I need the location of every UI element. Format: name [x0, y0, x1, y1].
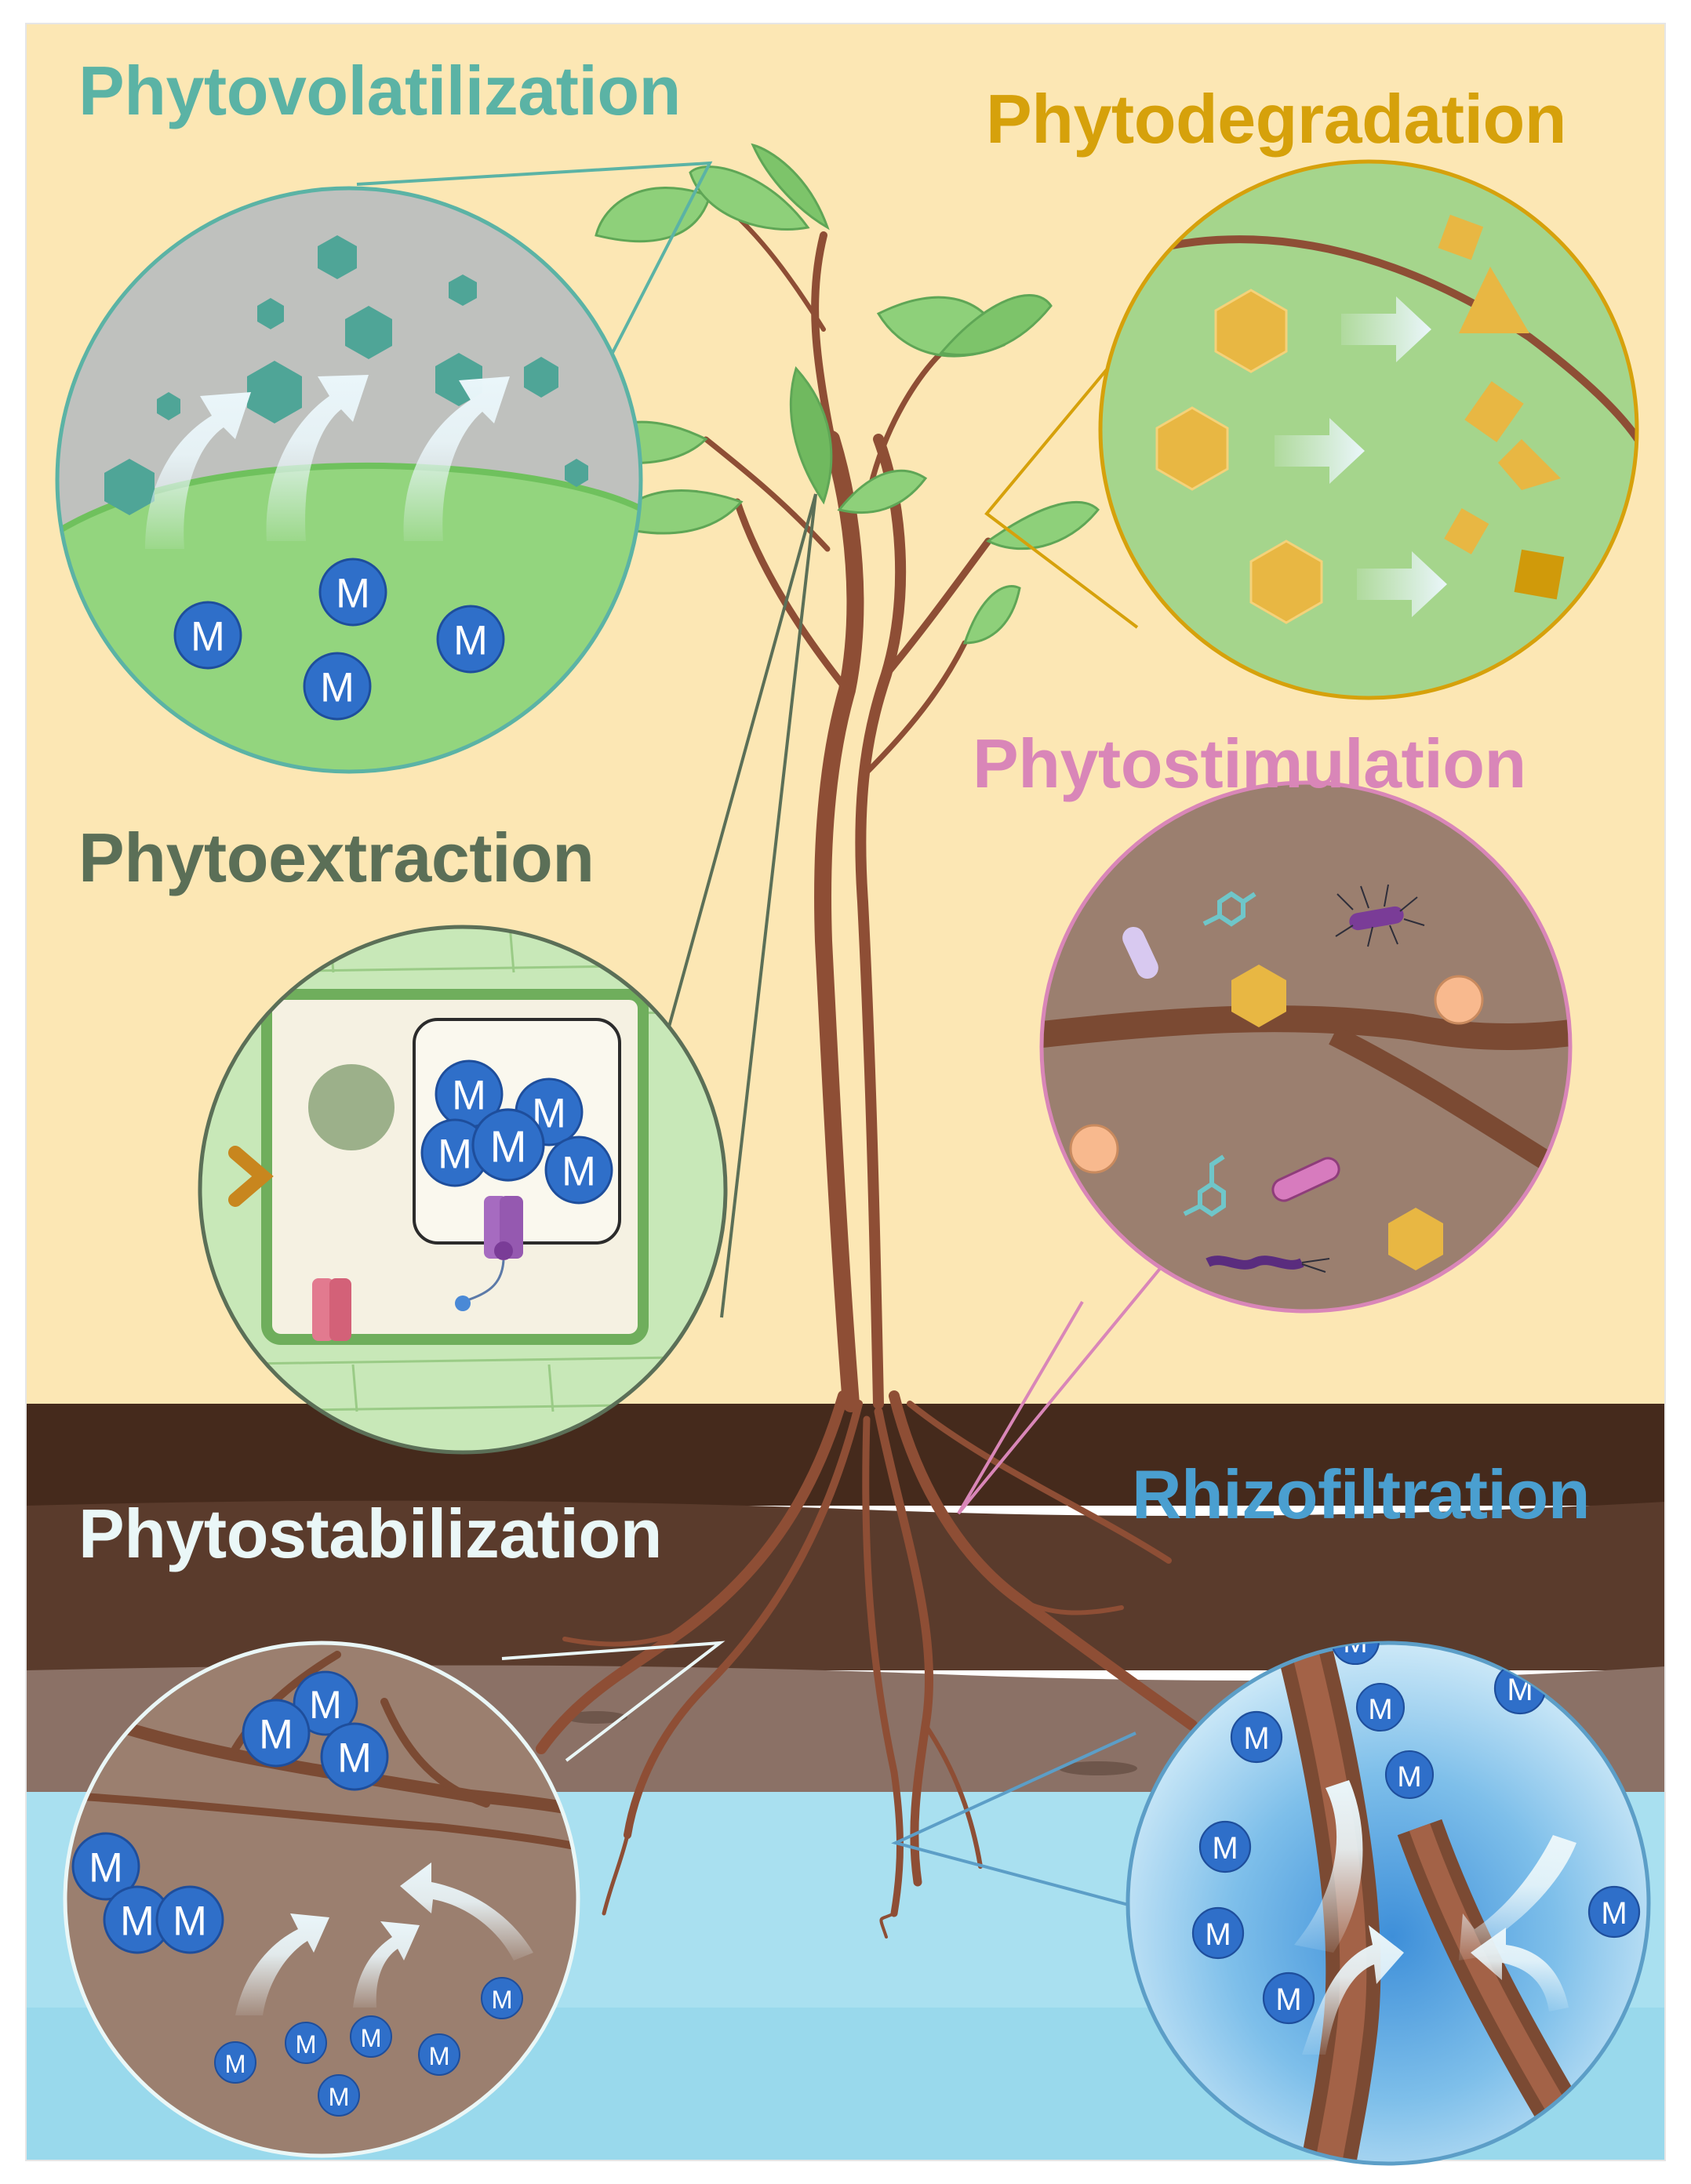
phytodegradation-inset [1098, 159, 1639, 700]
metal-ion-symbol: M [336, 571, 370, 617]
metal-ion-symbol: M [453, 618, 488, 664]
metal-ion-icon: M [318, 2074, 360, 2117]
metal-ion-symbol: M [1343, 1626, 1367, 1659]
metal-ion-symbol: M [328, 2083, 349, 2111]
metal-ion-symbol: M [1601, 1896, 1627, 1931]
arrow-icon [1294, 1780, 1576, 2055]
phytostimulation-inset [1039, 780, 1573, 1314]
transporter-protein-icon [312, 1196, 523, 1341]
metal-ion-icon: M [1230, 1710, 1283, 1764]
arrow-icon [235, 1862, 533, 2015]
metal-ion-symbol: M [295, 2030, 316, 2059]
metal-ion-icon: M [1355, 1682, 1406, 1732]
metal-ion-symbol: M [173, 1899, 207, 1945]
metal-ion-symbol: M [452, 1073, 486, 1119]
metal-ion-symbol: M [428, 2042, 449, 2070]
bacteria-icon [1122, 884, 1425, 1273]
metal-ion-symbol: M [491, 1986, 512, 2014]
metal-ion-symbol: M [224, 2050, 245, 2078]
metal-ion-icon: M [293, 1670, 358, 1736]
metal-ion-symbol: M [120, 1899, 155, 1945]
phytostabilization-inset [63, 1641, 580, 2158]
metal-ion-icon: M [1587, 1885, 1641, 1939]
metal-ion-symbol: M [490, 1122, 527, 1172]
metal-ion-icon: M [155, 1885, 224, 1954]
metal-ion-icon: M [214, 2041, 256, 2084]
metal-ion-symbol: M [1397, 1760, 1421, 1793]
metal-ion-icon: M [303, 652, 372, 721]
metal-ion-icon: M [471, 1108, 545, 1182]
callout-lines [356, 161, 1186, 1915]
metal-ion-symbol: M [320, 665, 355, 711]
arrow-icon [145, 375, 510, 549]
metal-ion-icon: M [1384, 1750, 1435, 1800]
root-icon [536, 1390, 1257, 1939]
metal-ion-icon: M [350, 2015, 392, 2058]
metal-ion-symbol: M [89, 1845, 123, 1891]
metal-ion-symbol: M [1368, 1692, 1392, 1725]
metal-ion-symbol: M [1243, 1721, 1269, 1756]
nucleus [308, 1064, 395, 1150]
arrow-icon [228, 1146, 274, 1207]
metal-ion-symbol: M [438, 1132, 472, 1178]
metal-ion-icon: M [418, 2033, 460, 2076]
compound-icon [1183, 891, 1256, 1217]
metal-ion-symbol: M [309, 1683, 342, 1727]
metal-ion-symbol: M [562, 1149, 596, 1195]
metal-ion-icon: M [481, 1977, 523, 2019]
plant [536, 143, 1257, 1939]
metal-ion-symbol: M [191, 614, 225, 660]
metal-ion-icon: M [285, 2022, 327, 2064]
metal-ion-symbol: M [1275, 1982, 1301, 2017]
metal-ion-symbol: M [1212, 1831, 1238, 1866]
arrow-icon [1275, 296, 1447, 617]
metal-ion-icon: M [1191, 1906, 1245, 1960]
metal-ion-symbol: M [1205, 1917, 1231, 1952]
metal-ion-icon: M [242, 1699, 311, 1768]
subsoil-layer [26, 1500, 1665, 1670]
metal-ion-icon: M [435, 1059, 504, 1128]
hexagon-molecule-icon [1155, 289, 1323, 624]
metal-ion-icon: M [173, 601, 242, 670]
metal-ion-icon: M [1198, 1820, 1252, 1873]
metal-ion-symbol: M [360, 2024, 381, 2052]
metal-ion-icon: M [436, 605, 505, 674]
metal-ion-icon: M [1262, 1971, 1315, 2025]
hexagon-molecule-icon [1231, 965, 1443, 1270]
metal-ion-icon: M [71, 1832, 140, 1901]
metal-ions: MMMMMMMMMMMMMMMMMMMMMMMMMMMMMM [71, 558, 1641, 2117]
degradation-fragments [1438, 214, 1565, 600]
metal-ion-symbol: M [337, 1735, 372, 1782]
metal-ion-icon: M [544, 1136, 613, 1205]
metal-ion-icon: M [320, 1722, 389, 1791]
metal-ion-icon: M [1330, 1626, 1380, 1666]
metal-ion-icon: M [318, 558, 387, 627]
leaf-icon [578, 143, 1100, 645]
metal-ion-symbol: M [259, 1712, 293, 1758]
metal-ion-icon: M [103, 1885, 172, 1954]
